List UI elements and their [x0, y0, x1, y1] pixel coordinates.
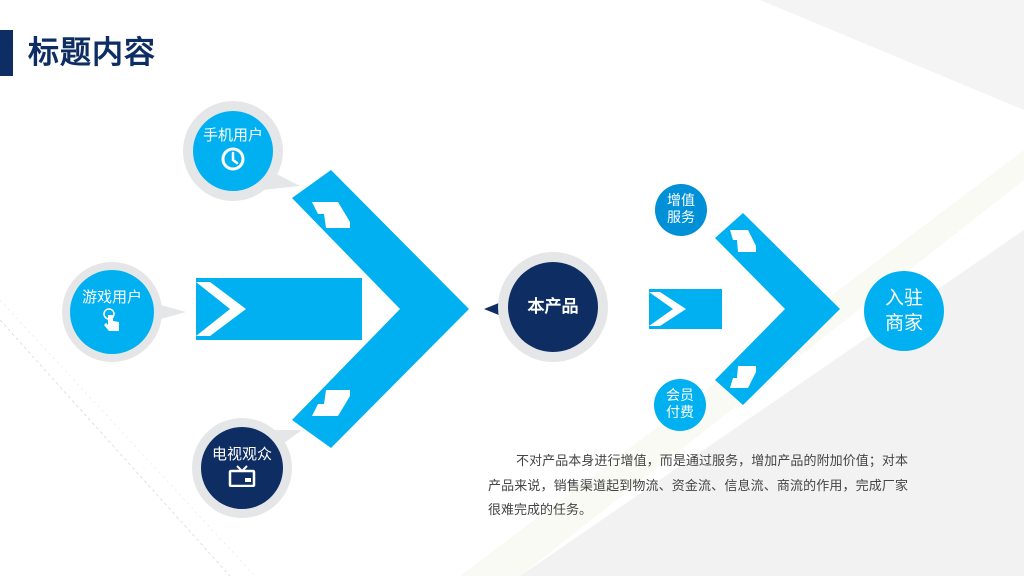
merchants-node: 入驻商家 — [864, 271, 944, 351]
main-arrow-head — [292, 170, 469, 448]
clock-icon — [220, 146, 246, 176]
product-label: 本产品 — [527, 297, 579, 317]
description-text: 不对产品本身进行增值，而是通过服务，增加产品的附加价值；对本产品来说，销售渠道起… — [488, 454, 908, 518]
tv-viewers-label: 电视观众 — [212, 445, 273, 463]
game-users-label: 游戏用户 — [82, 288, 143, 306]
value-added-node: 增值服务 — [655, 184, 707, 236]
small-chevron-top — [730, 230, 756, 252]
small-chevron-bottom — [730, 366, 756, 388]
mobile-users-node: 手机用户 — [193, 111, 273, 191]
chevron-mid-left — [196, 282, 246, 336]
small-chevron-mid — [649, 292, 686, 326]
chevron-bottom — [312, 390, 350, 416]
mobile-users-label: 手机用户 — [203, 126, 264, 144]
main-arrow-shaft — [196, 278, 362, 340]
chevron-top — [312, 202, 350, 228]
membership-node: 会员付费 — [654, 379, 706, 431]
game-users-node: 游戏用户 — [70, 270, 154, 354]
tv-icon — [228, 465, 256, 491]
touch-hand-icon — [101, 308, 123, 336]
value-added-label: 增值服务 — [667, 193, 695, 226]
tv-viewers-node: 电视观众 — [201, 427, 283, 509]
title-accent-bar — [0, 30, 13, 76]
small-arrow-head — [715, 213, 840, 405]
membership-label: 会员付费 — [666, 388, 694, 421]
product-node: 本产品 — [508, 262, 598, 352]
merchants-label: 入驻商家 — [884, 287, 923, 334]
slide-title: 标题内容 — [28, 35, 156, 71]
